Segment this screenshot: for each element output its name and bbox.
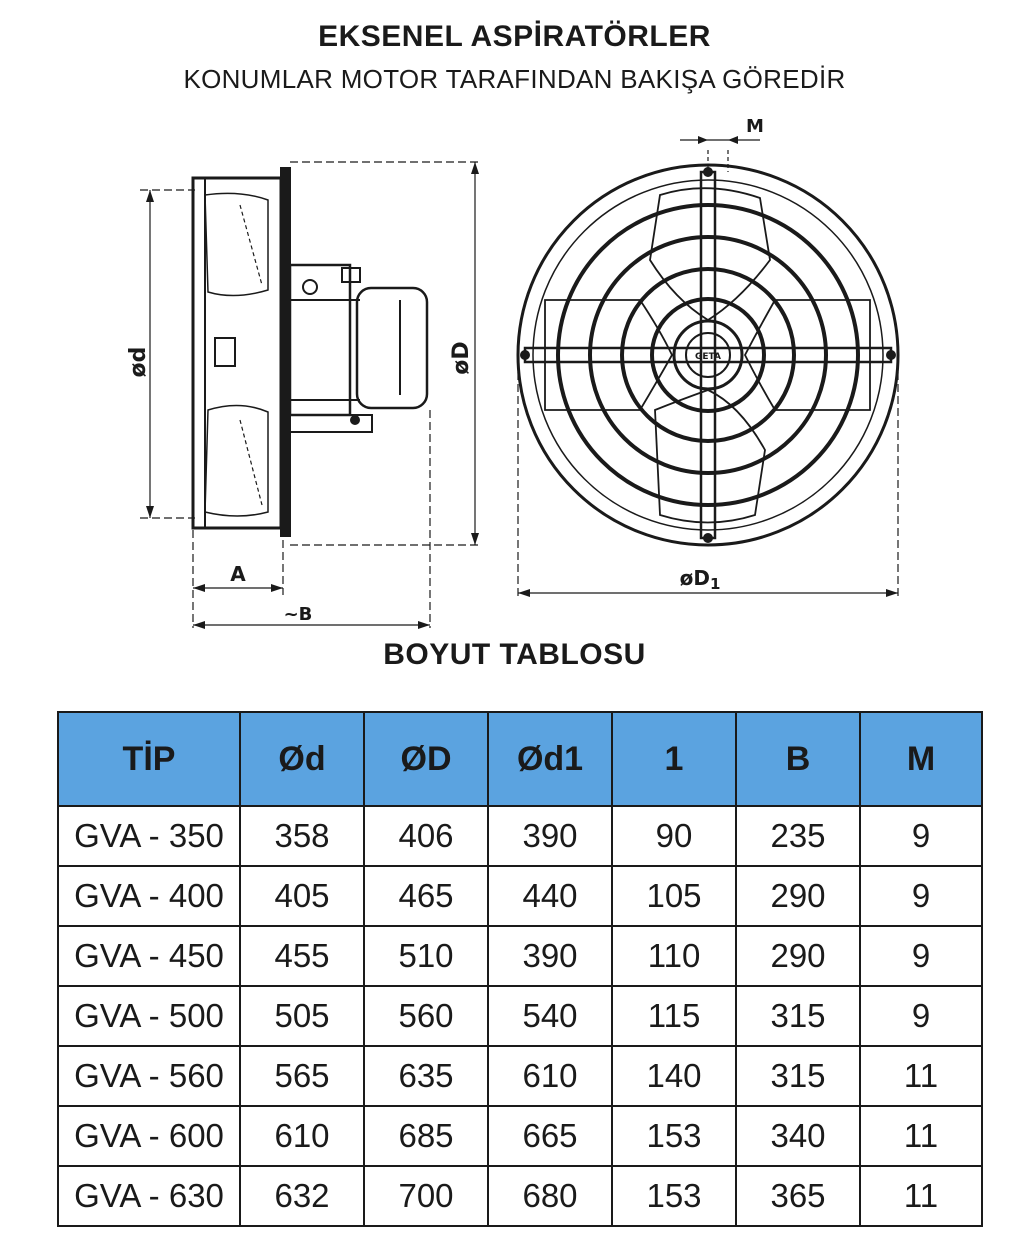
cell-value: 455 — [239, 925, 365, 987]
cell-value: 11 — [859, 1165, 983, 1227]
cell-type: GVA - 400 — [57, 865, 241, 927]
cell-value: 540 — [487, 985, 613, 1047]
cell-value: 665 — [487, 1105, 613, 1167]
cell-value: 405 — [239, 865, 365, 927]
cell-value: 358 — [239, 805, 365, 867]
label-M: M — [746, 116, 764, 137]
header-od1: Ød1 — [487, 711, 613, 807]
cell-type: GVA - 630 — [57, 1165, 241, 1227]
cell-value: 11 — [859, 1105, 983, 1167]
label-od-side: ød — [126, 347, 151, 378]
cell-value: 632 — [239, 1165, 365, 1227]
cell-value: 153 — [611, 1105, 737, 1167]
label-A: A — [230, 562, 246, 586]
header-oD: ØD — [363, 711, 489, 807]
label-oD-side: øD — [449, 341, 474, 374]
cell-value: 315 — [735, 985, 861, 1047]
cell-value: 505 — [239, 985, 365, 1047]
cell-value: 90 — [611, 805, 737, 867]
table-header-row: TİP Ød ØD Ød1 1 B M — [57, 711, 983, 807]
cell-type: GVA - 500 — [57, 985, 241, 1047]
cell-type: GVA - 450 — [57, 925, 241, 987]
cell-value: 235 — [735, 805, 861, 867]
cell-value: 680 — [487, 1165, 613, 1227]
cell-value: 390 — [487, 925, 613, 987]
page-subtitle: KONUMLAR MOTOR TARAFINDAN BAKIŞA GÖREDİR — [183, 64, 846, 94]
label-B: ~B — [284, 604, 313, 625]
cell-value: 700 — [363, 1165, 489, 1227]
cell-value: 110 — [611, 925, 737, 987]
cell-type: GVA - 350 — [57, 805, 241, 867]
side-view — [140, 161, 480, 629]
cell-value: 115 — [611, 985, 737, 1047]
cell-value: 340 — [735, 1105, 861, 1167]
page-title: EKSENEL ASPİRATÖRLER — [318, 20, 711, 53]
technical-drawing: ød øD A ~B M øD1 GETA — [126, 116, 900, 629]
cell-value: 390 — [487, 805, 613, 867]
cell-value: 610 — [239, 1105, 365, 1167]
hub-logo: GETA — [695, 352, 721, 362]
cell-value: 440 — [487, 865, 613, 927]
header-M: M — [859, 711, 983, 807]
label-oD1-main: øD — [680, 566, 710, 590]
cell-value: 153 — [611, 1165, 737, 1227]
cell-type: GVA - 560 — [57, 1045, 241, 1107]
cell-value: 105 — [611, 865, 737, 927]
cell-value: 406 — [363, 805, 489, 867]
cell-value: 140 — [611, 1045, 737, 1107]
header-B: B — [735, 711, 861, 807]
cell-value: 9 — [859, 985, 983, 1047]
cell-value: 635 — [363, 1045, 489, 1107]
header-1: 1 — [611, 711, 737, 807]
label-oD1-sub: 1 — [710, 575, 720, 593]
cell-value: 290 — [735, 925, 861, 987]
header-tip: TİP — [57, 711, 241, 807]
cell-value: 9 — [859, 925, 983, 987]
cell-value: 465 — [363, 865, 489, 927]
cell-value: 565 — [239, 1045, 365, 1107]
cell-value: 365 — [735, 1165, 861, 1227]
cell-value: 685 — [363, 1105, 489, 1167]
cell-value: 610 — [487, 1045, 613, 1107]
front-view — [516, 136, 900, 600]
cell-value: 11 — [859, 1045, 983, 1107]
cell-value: 315 — [735, 1045, 861, 1107]
table-title: BOYUT TABLOSU — [383, 638, 646, 671]
cell-value: 290 — [735, 865, 861, 927]
cell-value: 510 — [363, 925, 489, 987]
cell-value: 560 — [363, 985, 489, 1047]
label-oD1: øD1 — [680, 566, 721, 593]
cell-value: 9 — [859, 865, 983, 927]
cell-value: 9 — [859, 805, 983, 867]
header-od: Ød — [239, 711, 365, 807]
cell-type: GVA - 600 — [57, 1105, 241, 1167]
